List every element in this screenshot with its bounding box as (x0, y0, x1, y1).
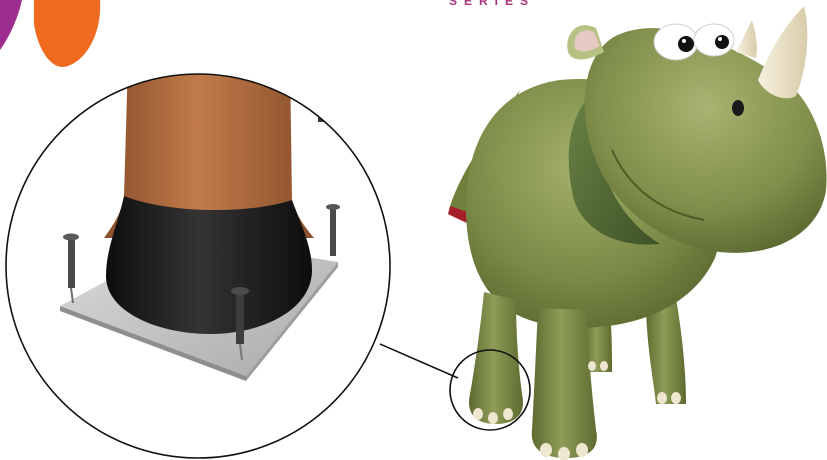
brand-logo-shapes (0, 0, 100, 67)
rhino-sculpture (448, 6, 827, 460)
leg-anchor-detail-callout (6, 60, 390, 458)
purple-logo-shape (0, 0, 22, 50)
series-label: SERIES (449, 0, 535, 8)
rhino-nostril (732, 100, 744, 116)
rhino-front-leg-right (532, 308, 597, 458)
orange-logo-shape (34, 0, 100, 67)
callout-connector-line (380, 344, 458, 378)
leg-lower-section (106, 196, 312, 334)
rhino-ear (567, 25, 604, 59)
rhino-big-horn (758, 6, 807, 98)
rhino-small-horn (736, 20, 757, 58)
